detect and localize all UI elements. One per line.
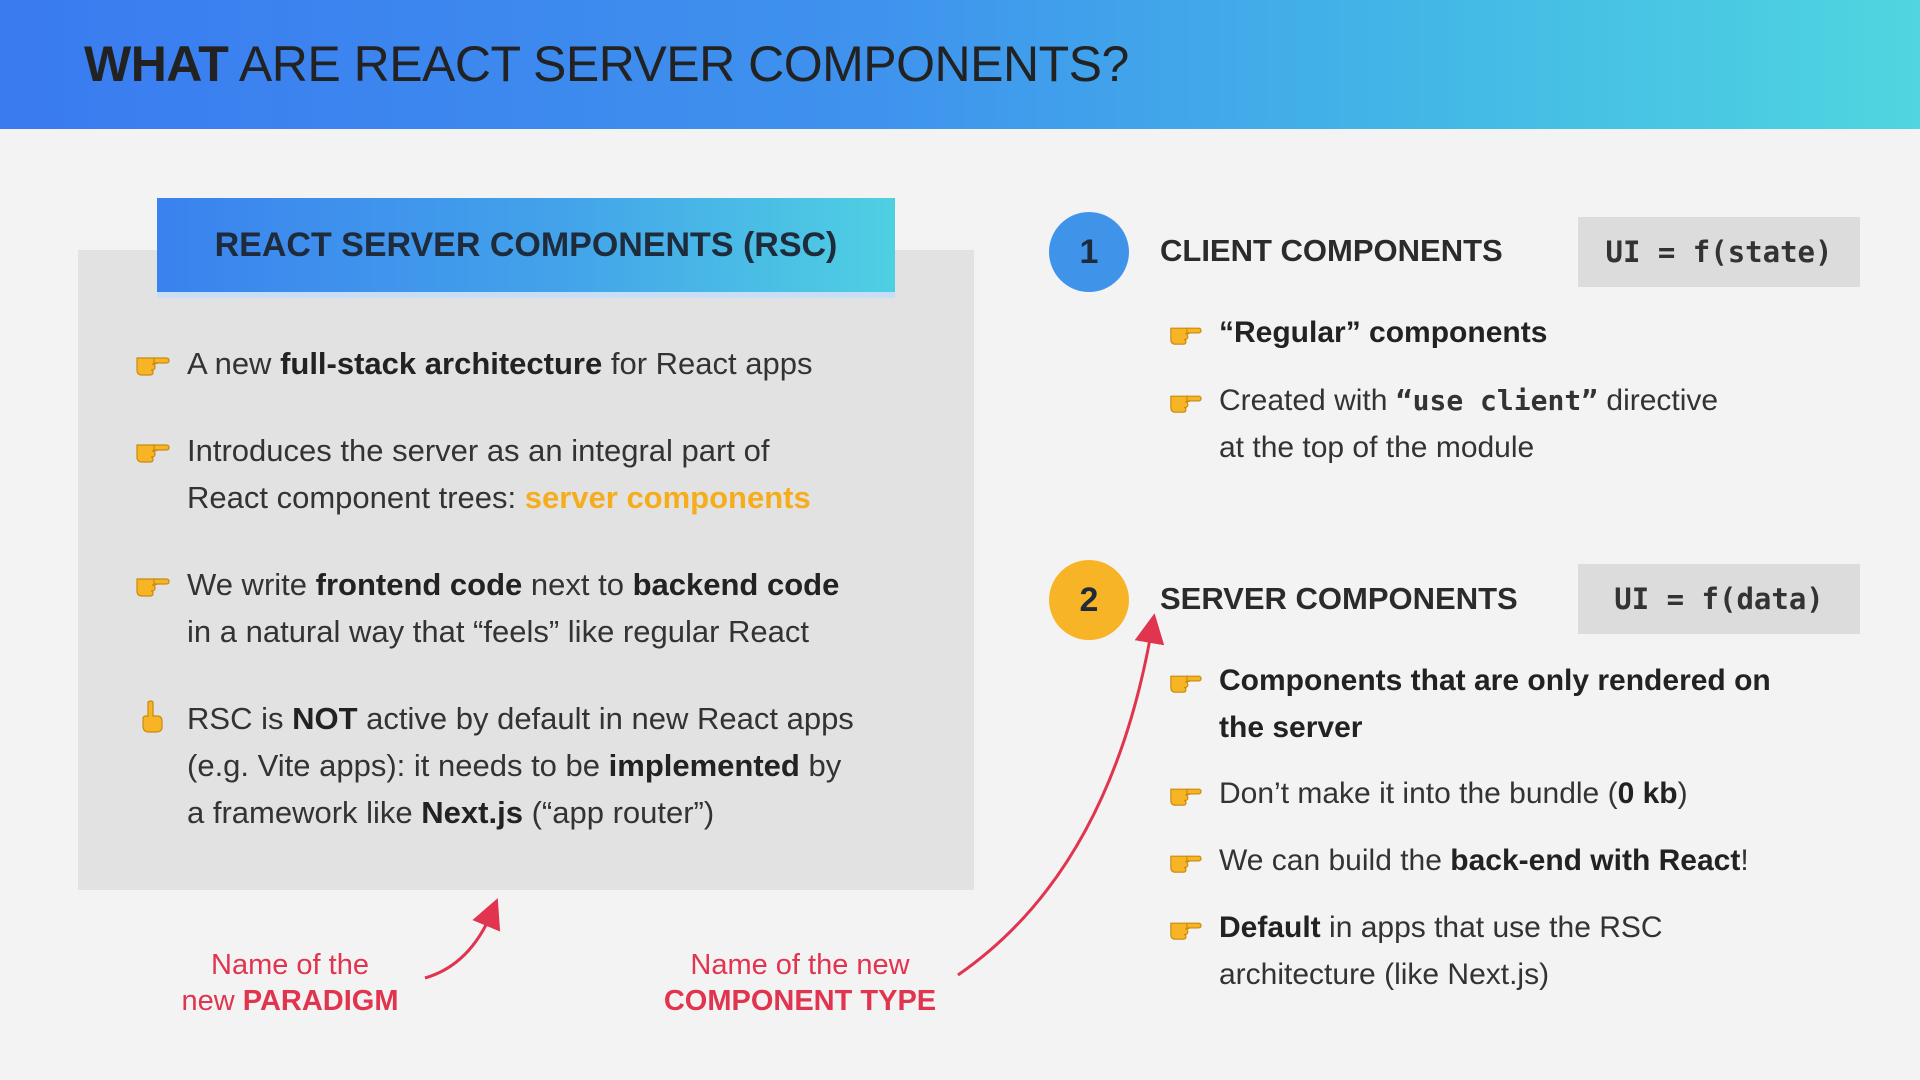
page-title: WHAT ARE REACT SERVER COMPONENTS?: [84, 36, 1129, 92]
number-badge-1: 1: [1049, 212, 1129, 292]
rsc-panel-title-text: REACT SERVER COMPONENTS (RSC): [214, 225, 838, 264]
list-item: Introduces the server as an integral par…: [134, 427, 811, 521]
rsc-panel-title: REACT SERVER COMPONENTS (RSC): [157, 198, 895, 292]
paradigm-annotation: Name of the new PARADIGM: [181, 949, 399, 1017]
list-item: Don’t make it into the bundle (0 kb): [1168, 770, 1919, 817]
server-components-title: SERVER COMPONENTS: [1160, 581, 1518, 616]
component-type-annotation: Name of the new COMPONENT TYPE: [663, 949, 937, 1017]
server-formula: UI = f(data): [1578, 564, 1860, 634]
list-item: A new full-stack architecture for React …: [134, 340, 812, 387]
component-type-arrow: [957, 613, 1165, 977]
number-badge-2: 2: [1049, 560, 1129, 640]
list-item: Default in apps that use the RSC archite…: [1168, 904, 1919, 998]
title-bar: WHAT ARE REACT SERVER COMPONENTS?: [0, 0, 1920, 129]
list-item: Created with “use client” directive at t…: [1168, 377, 1919, 471]
client-formula: UI = f(state): [1578, 217, 1860, 287]
client-components-title: CLIENT COMPONENTS: [1160, 233, 1503, 268]
list-item: We can build the back-end with React!: [1168, 837, 1919, 884]
list-item: “Regular” components: [1168, 309, 1919, 356]
list-item: RSC is NOT active by default in new Reac…: [134, 695, 854, 836]
highlight-server-components: server components: [524, 480, 811, 515]
list-item: We write frontend code next to backend c…: [134, 561, 839, 655]
paradigm-arrow: [424, 898, 501, 980]
rsc-panel: [78, 250, 974, 890]
